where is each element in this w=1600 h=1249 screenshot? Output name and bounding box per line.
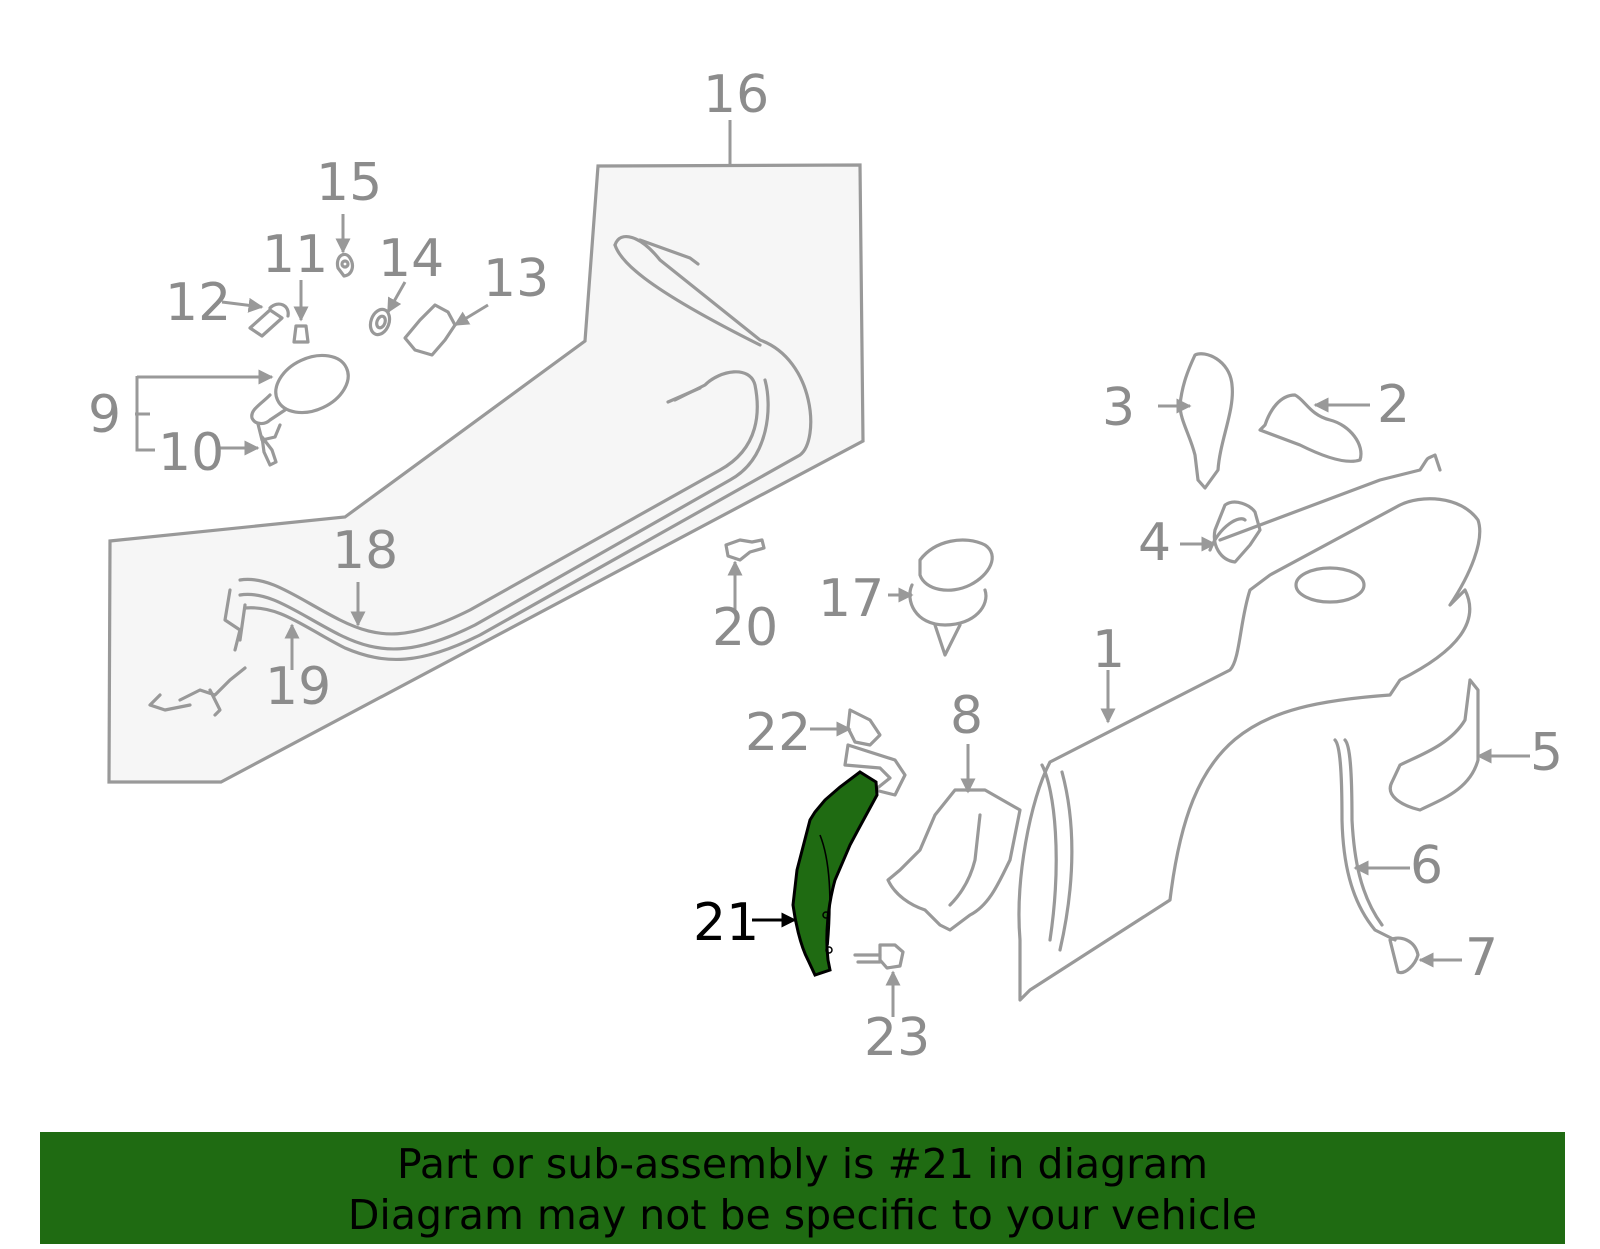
bumper-14 <box>368 307 392 337</box>
callout-3[interactable]: 3 <box>1102 378 1135 438</box>
leader-12 <box>221 297 264 313</box>
callout-6[interactable]: 6 <box>1410 836 1443 896</box>
callout-9[interactable]: 9 <box>88 385 121 445</box>
banner-line-1: Part or sub-assembly is #21 in diagram <box>396 1140 1209 1188</box>
housing-8-detail <box>948 813 982 907</box>
screw-20 <box>724 538 766 562</box>
clip-7 <box>1388 936 1420 975</box>
callout-16[interactable]: 16 <box>703 65 769 125</box>
callout-17[interactable]: 17 <box>818 569 884 629</box>
housing-8 <box>886 788 1022 932</box>
release-cable-18 <box>148 235 813 717</box>
nut-11 <box>292 324 310 344</box>
callout-11[interactable]: 11 <box>262 225 328 285</box>
callout-15[interactable]: 15 <box>316 153 382 213</box>
quarter-panel-1 <box>1017 453 1482 1002</box>
callout-22[interactable]: 22 <box>745 703 811 763</box>
callout-5[interactable]: 5 <box>1530 723 1563 783</box>
callout-23[interactable]: 23 <box>864 1008 930 1068</box>
callout-19[interactable]: 19 <box>265 657 331 717</box>
reinforcement-5 <box>1388 678 1480 812</box>
callout-1[interactable]: 1 <box>1092 620 1125 680</box>
leader-13 <box>453 303 489 327</box>
callout-13[interactable]: 13 <box>483 249 549 309</box>
part-info-banner: Part or sub-assembly is #21 in diagram D… <box>40 1132 1565 1244</box>
bracket-2 <box>1258 393 1363 463</box>
callout-12[interactable]: 12 <box>165 273 231 333</box>
fuel-door-9 <box>250 353 350 442</box>
callout-7[interactable]: 7 <box>1465 928 1498 988</box>
callout-8[interactable]: 8 <box>950 686 983 746</box>
callout-21[interactable]: 21 <box>693 893 759 953</box>
screw-23 <box>853 943 905 970</box>
callout-2[interactable]: 2 <box>1377 375 1410 435</box>
actuator-13 <box>403 303 457 357</box>
banner-line-2: Diagram may not be specific to your vehi… <box>347 1191 1258 1239</box>
leader-14 <box>386 281 407 314</box>
bolt-12 <box>248 302 290 338</box>
brace-3 <box>1178 352 1234 490</box>
clip-17 <box>908 538 994 657</box>
callout-18[interactable]: 18 <box>332 521 398 581</box>
callout-4[interactable]: 4 <box>1138 513 1171 573</box>
grommet-15 <box>335 252 355 278</box>
weatherstrip-6 <box>1333 738 1397 942</box>
callout-10[interactable]: 10 <box>158 423 224 483</box>
weatherstrip-6-inner <box>1343 738 1384 927</box>
hinge-10 <box>260 435 278 467</box>
highlighted-part-21[interactable] <box>791 770 879 977</box>
callout-14[interactable]: 14 <box>378 229 444 289</box>
callout-20[interactable]: 20 <box>712 598 778 658</box>
bracket-9 <box>135 376 155 452</box>
